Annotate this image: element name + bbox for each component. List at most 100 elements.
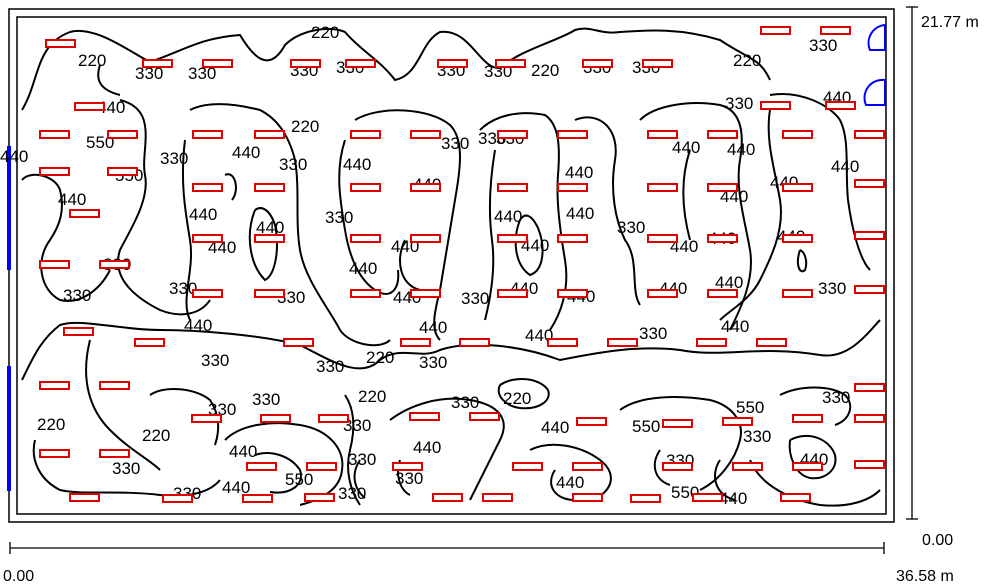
luminaire [582,59,613,68]
contour-label: 330 [451,393,479,412]
luminaire [576,417,607,426]
contour-label: 330 [725,94,753,113]
height-dimension-label: 21.77 m [921,14,979,31]
luminaire [662,462,693,471]
luminaire [497,183,528,192]
luminaire [306,462,337,471]
contour-label: 440 [189,205,217,224]
dimension-horizontal [9,542,885,554]
luminaire [707,183,738,192]
contour-label: 330 [316,357,344,376]
contour-label: 440 [727,140,755,159]
luminaire [134,338,165,347]
contour-label: 330 [252,390,280,409]
contour-label: 440 [232,143,260,162]
contour-label: 220 [291,117,319,136]
luminaire [692,493,723,502]
contour-label: 220 [311,23,339,42]
luminaire [662,419,693,428]
luminaire [696,338,727,347]
contour-label: 330 [63,286,91,305]
contour-label: 220 [531,61,559,80]
luminaire [557,289,588,298]
luminaire [74,102,105,111]
contour-label: 330 [743,427,771,446]
luminaire [254,234,285,243]
contour-label: 330 [818,279,846,298]
luminaire [345,59,376,68]
contour-label: 220 [503,389,531,408]
luminaire [512,462,543,471]
origin-y-label: 0.00 [922,532,953,549]
luminaire [854,414,885,423]
contour-label: 440 [556,473,584,492]
doors [863,23,886,106]
contour-label: 440 [349,259,377,278]
contour-label: 330 [343,416,371,435]
luminaire [400,338,431,347]
luminaire [350,289,381,298]
contour-label: 330 [135,64,163,83]
luminaire [495,59,526,68]
luminaire [557,234,588,243]
luminaire [756,338,787,347]
contour-label: 330 [639,324,667,343]
contour-label: 440 [565,163,593,182]
contour-label: 440 [541,418,569,437]
luminaire [722,417,753,426]
luminaire [820,26,851,35]
luminaire [350,130,381,139]
luminaire [254,183,285,192]
contour-label: 440 [525,326,553,345]
contour-label: 330 [617,218,645,237]
luminaire [69,493,100,502]
luminaire [497,130,528,139]
luminaire [497,234,528,243]
luminaire [825,101,856,110]
luminaires [39,26,885,503]
room-inner-wall [16,16,887,515]
luminaire [69,209,100,218]
luminaire [557,183,588,192]
width-dimension-label: 36.58 m [896,568,954,585]
contour-label: 330 [279,155,307,174]
contour-label: 550 [736,398,764,417]
luminaire [647,234,678,243]
contour-label: 330 [201,351,229,370]
contour-label: 330 [338,484,366,503]
contour-label: 220 [142,426,170,445]
contour-label: 440 [494,207,522,226]
luminaire [647,289,678,298]
luminaire [39,381,70,390]
contour-label: 440 [721,317,749,336]
luminaire [290,59,321,68]
luminaire [482,493,513,502]
luminaire [410,130,441,139]
luminaire [572,462,603,471]
contour-label: 440 [566,204,594,223]
luminaire [246,462,277,471]
luminaire [432,493,463,502]
luminaire [410,289,441,298]
contour-label: 330 [160,149,188,168]
luminaire [459,338,490,347]
door-upper-right [867,23,886,51]
contour-label: 440 [343,155,371,174]
luminaire [782,289,813,298]
luminaire [854,179,885,188]
door-lower-right [863,78,886,106]
luminaire [792,414,823,423]
luminaire [647,183,678,192]
luminaire [642,59,673,68]
luminaire [191,414,222,423]
luminaire [854,130,885,139]
luminaire [254,130,285,139]
luminaire [732,462,763,471]
luminaire [202,59,233,68]
contour-label: 440 [521,236,549,255]
contour-label: 330 [325,208,353,227]
contour-label: 330 [419,353,447,372]
luminaire [469,412,500,421]
